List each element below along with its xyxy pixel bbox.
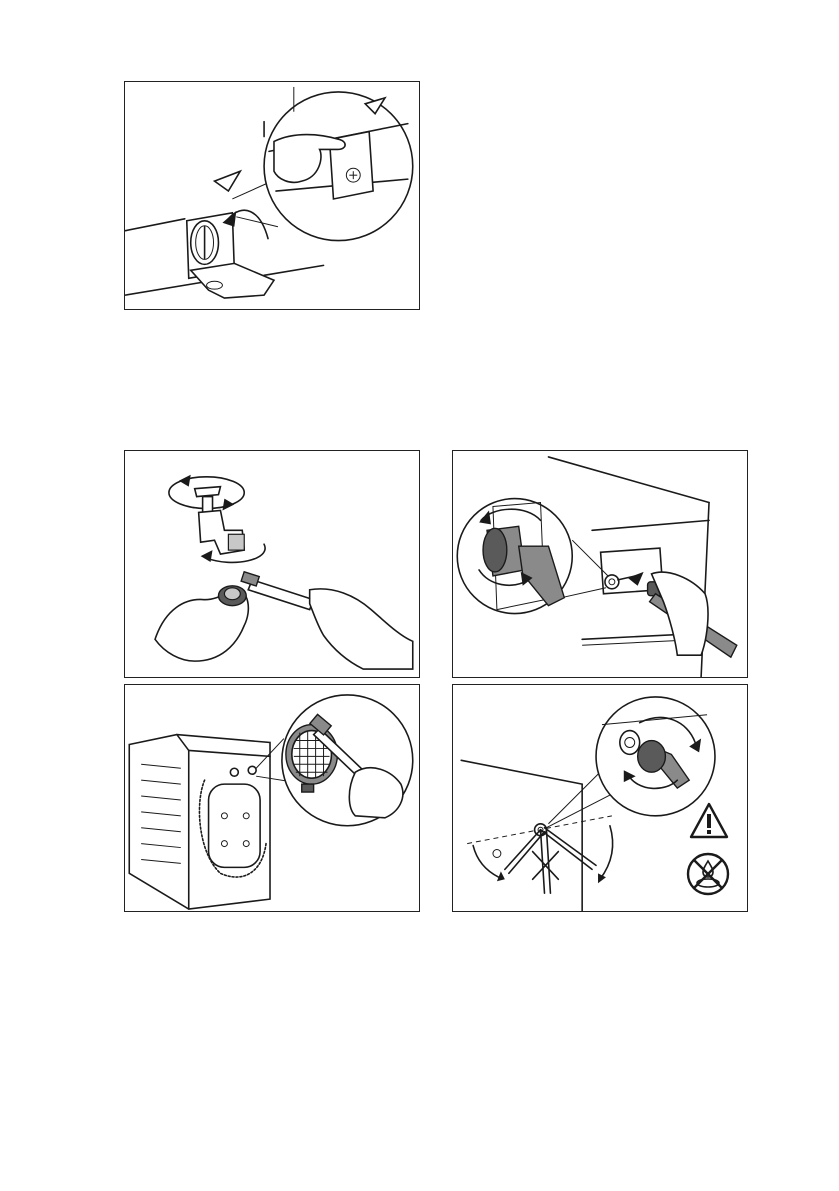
hose-unscrew-illustration [453,451,747,677]
inlet-filter-illustration [125,685,419,911]
warning-triangle-icon [689,801,729,841]
figure-hose-connector-unscrew [452,450,748,678]
tap-filter-illustration [125,451,419,677]
drain-filter-illustration [125,82,419,309]
no-leak-icon [685,851,731,897]
figure-hose-reconnect-angle [452,684,748,912]
figure-drain-filter-flap [124,81,420,310]
figure-inlet-filter-brush [124,684,420,912]
figure-tap-filter-clean [124,450,420,678]
